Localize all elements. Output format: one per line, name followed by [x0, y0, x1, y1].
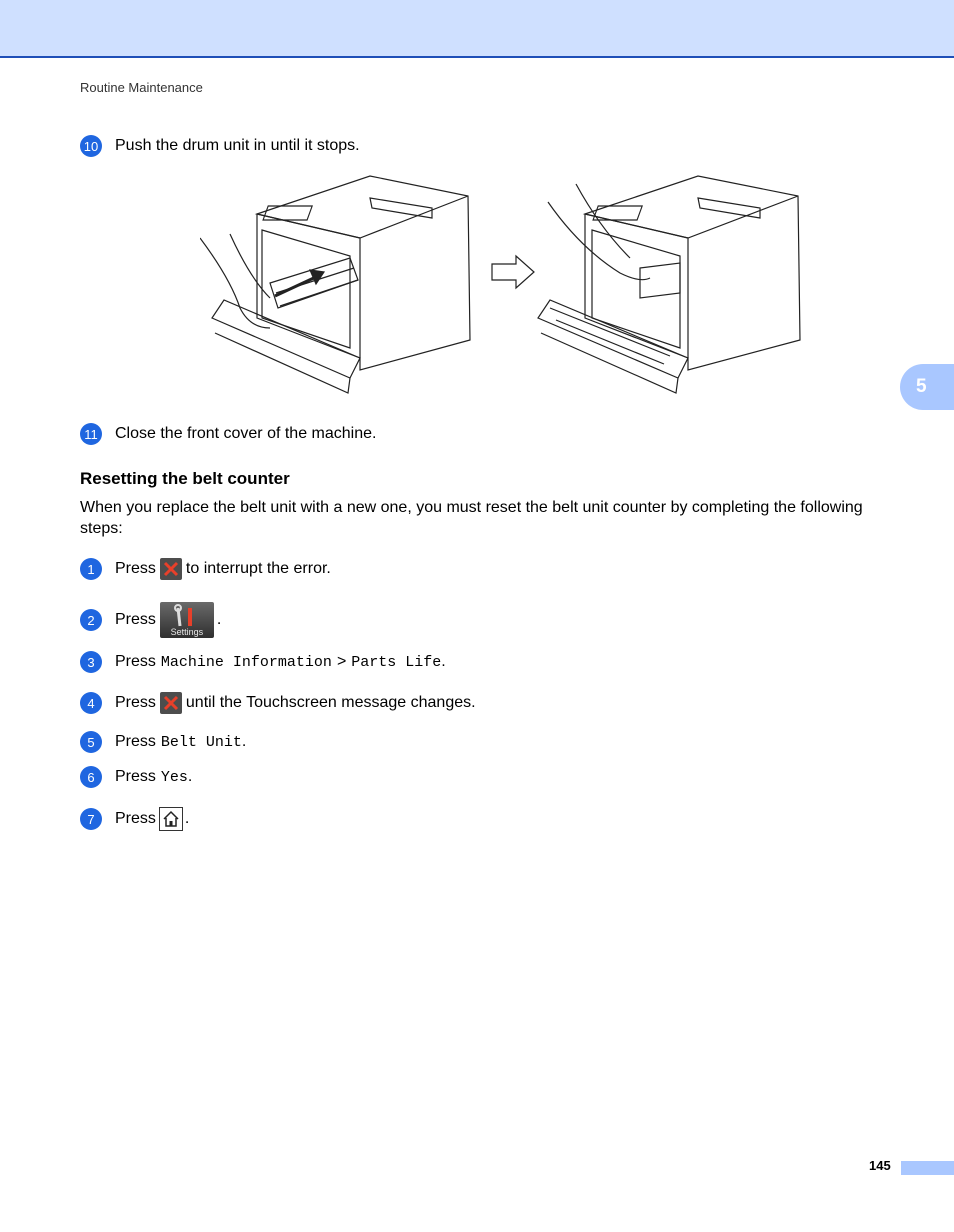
step-text: Push the drum unit in until it stops. [115, 137, 360, 154]
header-band [0, 0, 954, 58]
press-label: Press [115, 768, 156, 785]
chapter-tab: 5 [900, 364, 954, 410]
page-number: 145 [869, 1158, 891, 1173]
step-number-badge: 7 [80, 808, 102, 830]
step-number-badge: 4 [80, 692, 102, 714]
home-icon[interactable] [158, 807, 183, 831]
step-number-badge: 11 [80, 423, 102, 445]
step-number-badge: 6 [80, 766, 102, 788]
menu-item-belt-unit[interactable]: Belt Unit [160, 733, 242, 751]
x-cancel-icon[interactable] [159, 692, 182, 714]
press-label: Press [115, 733, 156, 750]
settings-icon-label: Settings [170, 627, 204, 637]
step-text: . [241, 733, 247, 750]
step-text: . [187, 768, 193, 785]
step-text: Close the front cover of the machine. [115, 425, 377, 442]
menu-item-parts-life[interactable]: Parts Life [351, 653, 442, 671]
step-number-badge: 3 [80, 651, 102, 673]
step-7: 7 Press . [80, 807, 189, 831]
step-4: 4 Press until the Touchscreen message ch… [80, 692, 476, 714]
step-number-badge: 10 [80, 135, 102, 157]
step-10: 10 Push the drum unit in until it stops. [80, 135, 360, 157]
step-text: until the Touchscreen message changes. [185, 694, 476, 711]
step-2: 2 Press Settings . [80, 602, 221, 638]
running-header: Routine Maintenance [80, 80, 203, 95]
press-label: Press [115, 560, 156, 577]
x-cancel-icon[interactable] [159, 558, 182, 580]
press-label: Press [115, 810, 156, 827]
section-title: Resetting the belt counter [80, 469, 290, 488]
yes-button[interactable]: Yes [160, 768, 188, 786]
step-number-badge: 2 [80, 609, 102, 631]
step-6: 6 Press Yes . [80, 766, 192, 788]
step-text: . [441, 653, 446, 670]
press-label: Press [115, 694, 156, 711]
footer-tab [901, 1161, 954, 1175]
step-1: 1 Press to interrupt the error. [80, 558, 331, 580]
section-intro: When you replace the belt unit with a ne… [80, 499, 863, 537]
press-label: Press [115, 611, 156, 628]
step-11: 11 Close the front cover of the machine. [80, 423, 376, 445]
step-text: . [184, 810, 190, 827]
step-number-badge: 5 [80, 731, 102, 753]
step-number-badge: 1 [80, 558, 102, 580]
drum-unit-illustration [200, 175, 801, 394]
settings-icon[interactable]: Settings [159, 602, 214, 638]
menu-item-machine-information[interactable]: Machine Information [160, 653, 332, 671]
step-5: 5 Press Belt Unit . [80, 731, 246, 753]
menu-separator: > [336, 653, 347, 670]
step-3: 3 Press Machine Information > Parts Life… [80, 651, 446, 673]
step-text: . [216, 611, 222, 628]
step-text: to interrupt the error. [185, 560, 331, 577]
press-label: Press [115, 653, 156, 670]
